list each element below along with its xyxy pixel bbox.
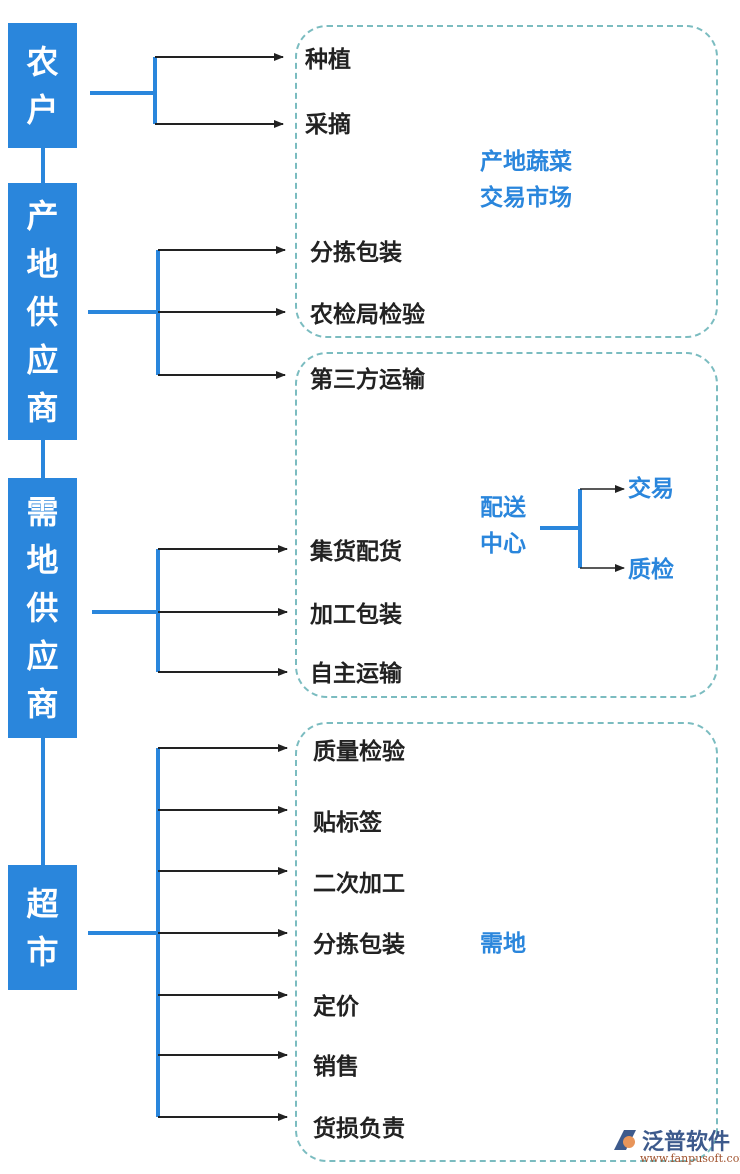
actor-char: 产	[26, 196, 59, 235]
step-third-party-transport: 第三方运输	[310, 367, 425, 393]
zone-label-origin-market: 产地蔬菜 交易市场	[480, 144, 572, 216]
zone-label-line: 产地蔬菜	[480, 149, 572, 175]
step-inspection: 农检局检验	[310, 302, 425, 328]
step-sales: 销售	[313, 1054, 359, 1080]
watermark-logo: 泛普软件	[612, 1124, 730, 1156]
actor-farmer: 农 户	[8, 23, 77, 148]
zone-label-line: 交易市场	[480, 185, 572, 211]
actor-char: 商	[26, 388, 59, 427]
zone-label-line: 中心	[480, 531, 526, 557]
step-sort-pack-2: 分拣包装	[313, 932, 405, 958]
step-loss-responsibility: 货损负责	[313, 1116, 405, 1142]
actor-char: 需	[26, 493, 59, 531]
step-quality-check: 质量检验	[313, 739, 405, 765]
step-self-transport: 自主运输	[310, 661, 402, 687]
brand-logo-icon	[614, 1130, 636, 1150]
zone-label-distribution-center: 配送 中心	[480, 490, 526, 562]
step-sort-pack: 分拣包装	[310, 240, 402, 266]
zone-label-demand: 需地	[480, 931, 526, 957]
zone-demand	[295, 722, 718, 1162]
actor-char: 商	[26, 685, 59, 723]
actor-char: 市	[26, 932, 59, 971]
actor-char: 供	[26, 292, 59, 331]
actor-char: 应	[26, 637, 59, 675]
step-process-pack: 加工包装	[310, 602, 402, 628]
step-planting: 种植	[305, 47, 351, 73]
actor-char: 应	[26, 340, 59, 379]
actor-char: 农	[26, 42, 59, 81]
actor-char: 地	[26, 244, 59, 283]
dc-branch-trade: 交易	[628, 476, 674, 502]
actor-char: 地	[26, 541, 59, 579]
watermark-brand: 泛普软件	[642, 1130, 731, 1155]
actor-char: 供	[26, 589, 59, 627]
actor-demand-supplier: 需 地 供 应 商	[8, 478, 77, 738]
step-labeling: 贴标签	[313, 810, 382, 836]
actor-origin-supplier: 产 地 供 应 商	[8, 183, 77, 440]
watermark-url: www.fanpusoft.com	[640, 1152, 740, 1165]
actor-char: 超	[26, 884, 59, 923]
step-pricing: 定价	[313, 994, 359, 1020]
step-consolidation: 集货配货	[310, 539, 402, 565]
dc-branch-quality: 质检	[628, 557, 674, 583]
zone-origin-market	[295, 25, 718, 338]
actor-supermarket: 超 市	[8, 865, 77, 990]
step-harvesting: 采摘	[305, 112, 351, 138]
actor-char: 户	[26, 90, 59, 129]
step-secondary-process: 二次加工	[313, 871, 405, 897]
zone-label-line: 配送	[480, 495, 526, 521]
zone-distribution	[295, 352, 718, 698]
